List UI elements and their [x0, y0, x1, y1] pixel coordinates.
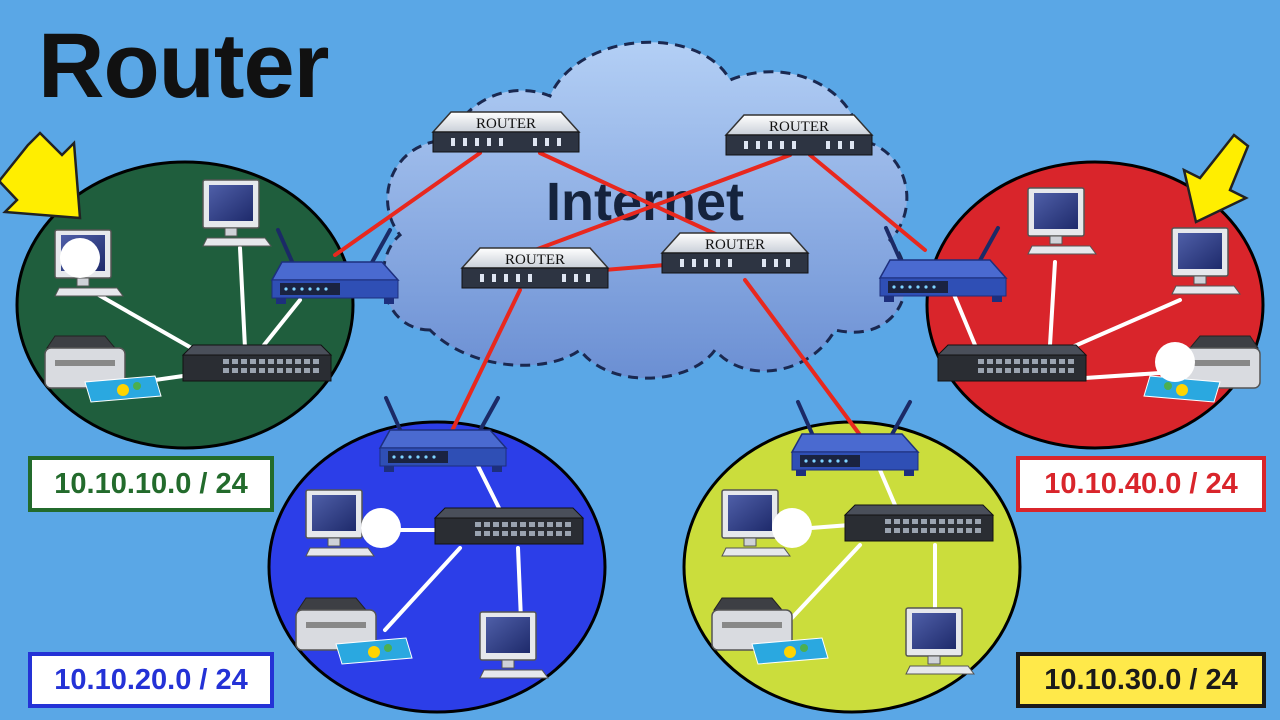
wireless-router-icon [790, 400, 920, 478]
router-icon: ROUTER [461, 247, 609, 289]
router-icon: ROUTER [661, 232, 809, 274]
svg-text:ROUTER: ROUTER [769, 119, 829, 135]
router-icon: ROUTER [432, 111, 580, 153]
switch-icon [844, 504, 994, 542]
host-marker [1155, 342, 1195, 382]
page-title: Router [38, 15, 329, 117]
host-marker [772, 508, 812, 548]
svg-text:ROUTER: ROUTER [476, 116, 536, 132]
switch-icon [937, 344, 1087, 382]
host-marker [361, 508, 401, 548]
svg-text:ROUTER: ROUTER [705, 237, 765, 253]
host-marker [60, 238, 100, 278]
svg-text:ROUTER: ROUTER [505, 252, 565, 268]
subnet-label-30: 10.10.30.0 / 24 [1016, 652, 1266, 708]
router-icon: ROUTER [725, 114, 873, 156]
switch-icon [182, 344, 332, 382]
subnet-label-10: 10.10.10.0 / 24 [28, 456, 274, 512]
internet-links [333, 151, 927, 437]
yellow-arrow-icon [1182, 133, 1250, 224]
subnet-label-40: 10.10.40.0 / 24 [1016, 456, 1266, 512]
lan-links [88, 246, 1182, 632]
yellow-arrow-icon [0, 131, 82, 220]
subnet-label-20: 10.10.20.0 / 24 [28, 652, 274, 708]
switch-icon [434, 507, 584, 545]
wireless-router-icon [378, 396, 508, 474]
